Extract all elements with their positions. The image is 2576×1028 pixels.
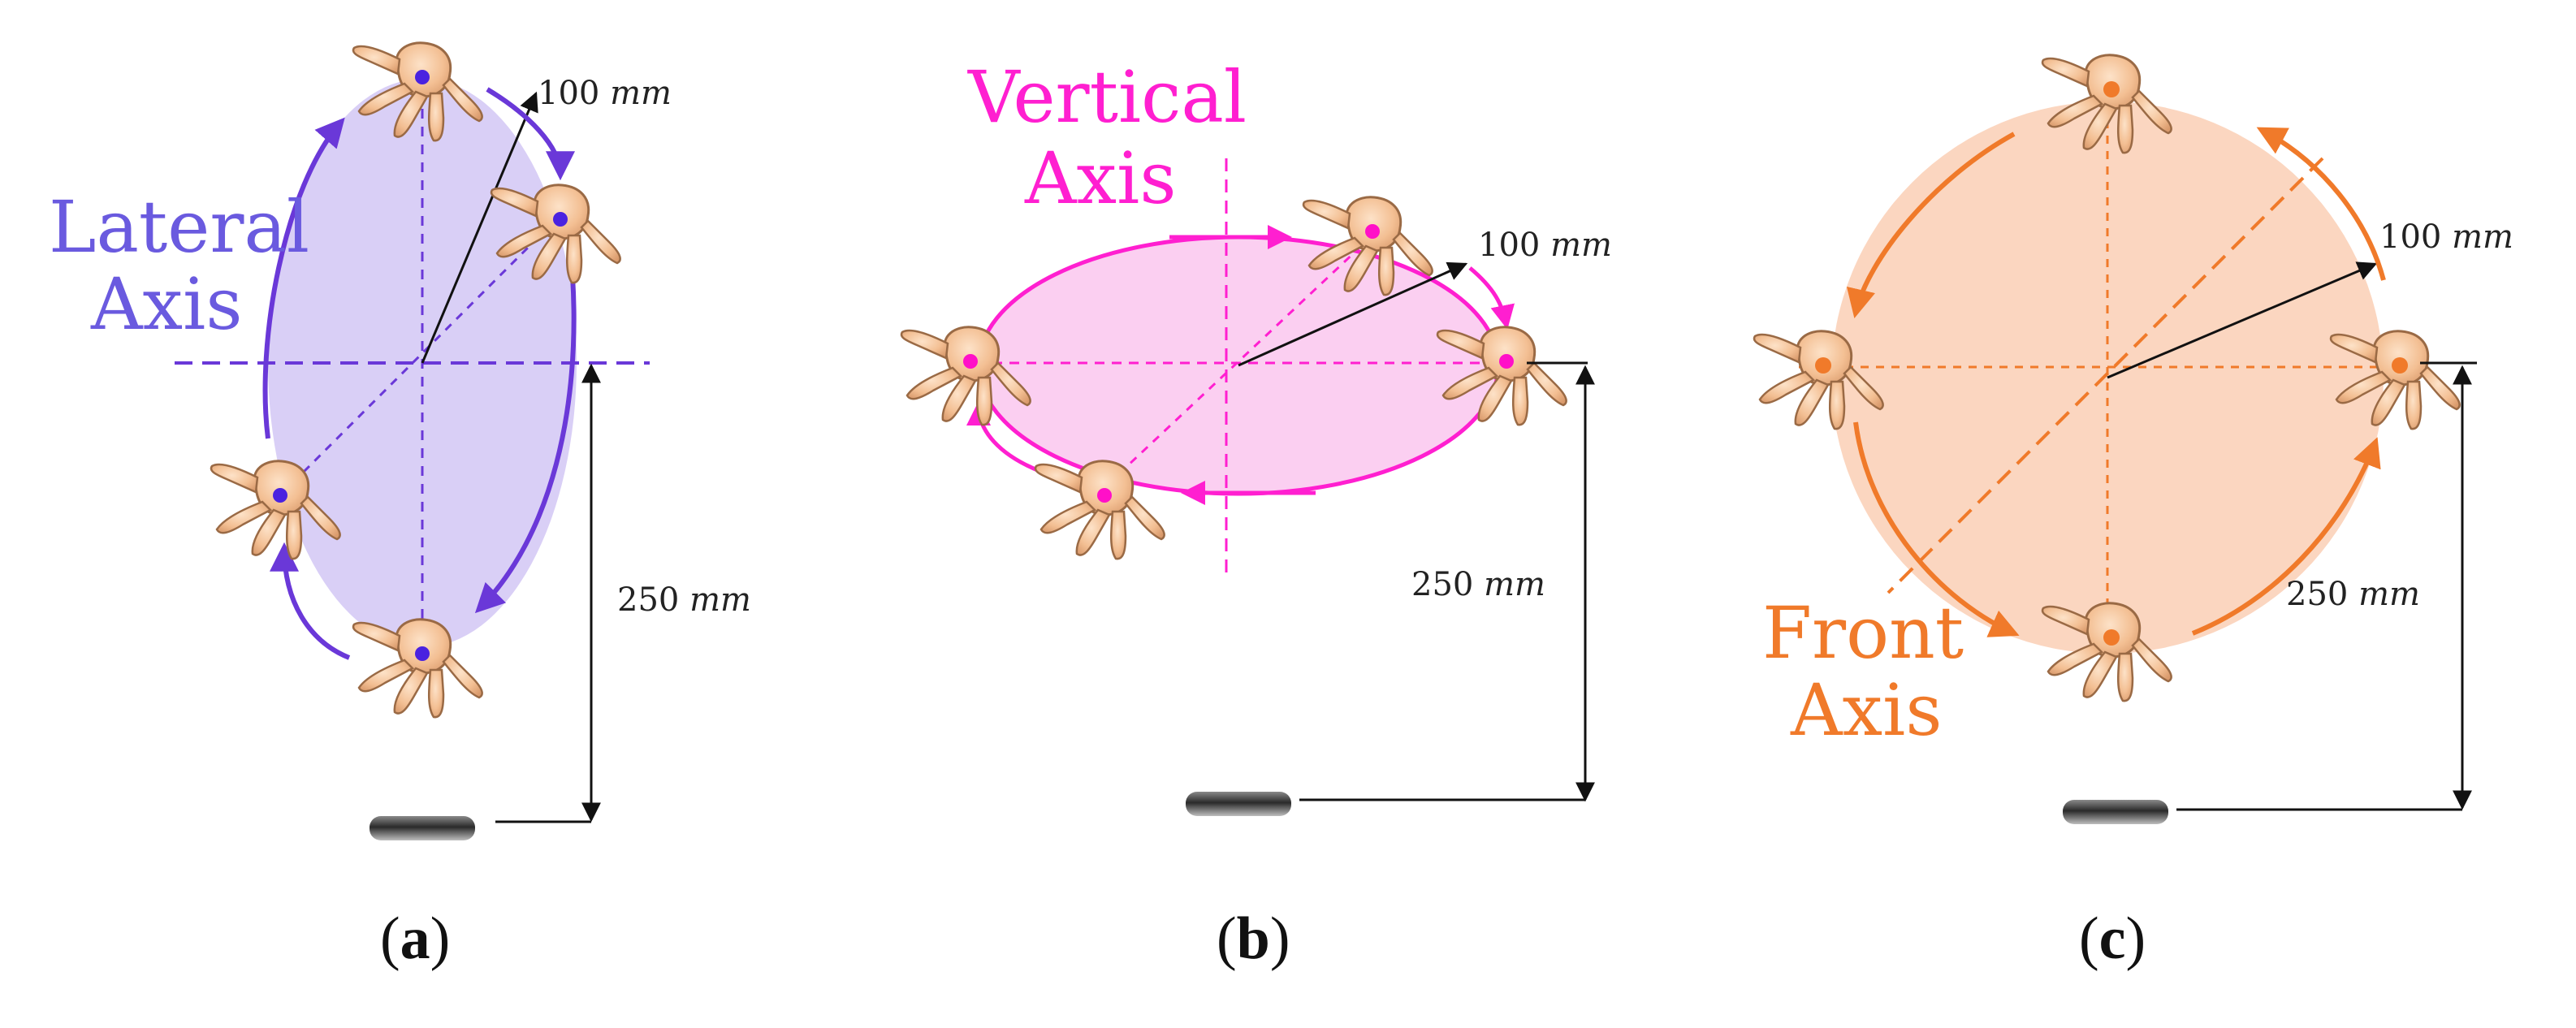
rotation-arrow-b-right bbox=[1468, 266, 1515, 330]
radius-label-b: 100 mm bbox=[1478, 227, 1612, 264]
hand-icon bbox=[2329, 330, 2461, 430]
axis-label-a-line1: Lateral bbox=[49, 185, 309, 269]
hand-icon bbox=[2041, 602, 2173, 702]
height-label-b: 250 mm bbox=[1411, 566, 1545, 603]
rotation-arrow-a-right bbox=[474, 275, 577, 614]
hand-icon bbox=[490, 184, 622, 284]
hand-icon bbox=[1753, 330, 1885, 430]
hand-icon bbox=[900, 326, 1032, 426]
rotation-arrow-c-top-right bbox=[2256, 127, 2386, 281]
rotation-arrow-c-bottom-left bbox=[1853, 421, 2020, 637]
radius-arrow-a bbox=[421, 91, 538, 364]
hand-icon bbox=[2041, 54, 2173, 154]
caption-a: (a) bbox=[380, 905, 450, 972]
caption-b: (b) bbox=[1217, 905, 1290, 972]
axis-label-a-line2: Axis bbox=[90, 262, 242, 346]
rotation-arrow-a-left bbox=[262, 117, 345, 439]
hand-icon bbox=[1302, 196, 1434, 296]
height-label-a: 250 mm bbox=[617, 581, 751, 619]
panel-b: Vertical Axis 100 mm 250 mm (b) bbox=[900, 55, 1612, 972]
sensor-device-icon bbox=[370, 816, 475, 840]
hand-icon bbox=[352, 618, 484, 719]
sensor-device-icon bbox=[1186, 792, 1291, 816]
radius-label-c: 100 mm bbox=[2379, 218, 2513, 256]
sensor-device-icon bbox=[2063, 800, 2168, 824]
radius-arrow-c bbox=[2107, 261, 2378, 379]
axis-label-b-line2: Axis bbox=[1024, 136, 1176, 220]
rotation-arrow-a-bottom bbox=[270, 542, 351, 660]
rotation-arrow-c-bottom-right bbox=[2191, 437, 2381, 636]
axis-label-c-line1: Front bbox=[1762, 591, 1964, 675]
hand-icon bbox=[1034, 460, 1166, 560]
hand-icon bbox=[210, 460, 342, 560]
diagonal-guide-b bbox=[1099, 234, 1374, 493]
rotation-arrow-c-top-left bbox=[1846, 132, 2016, 319]
axis-label-c-line2: Axis bbox=[1790, 668, 1942, 752]
radius-arrow-b bbox=[1238, 261, 1468, 367]
panel-c: Front Axis 100 mm 250 mm (c) bbox=[1753, 54, 2513, 972]
hand-icon bbox=[1436, 326, 1568, 426]
hand-icon bbox=[352, 41, 484, 142]
caption-c: (c) bbox=[2079, 905, 2146, 972]
axis-label-b-line1: Vertical bbox=[967, 55, 1247, 139]
radius-label-a: 100 mm bbox=[538, 75, 672, 112]
front-axis-line bbox=[1887, 157, 2324, 594]
height-label-c: 250 mm bbox=[2286, 576, 2420, 613]
panel-a: Lateral Axis 100 mm 250 mm (a) bbox=[49, 41, 751, 972]
rotation-arrow-a-top-right bbox=[486, 87, 575, 181]
diagonal-guide-a bbox=[279, 214, 562, 497]
